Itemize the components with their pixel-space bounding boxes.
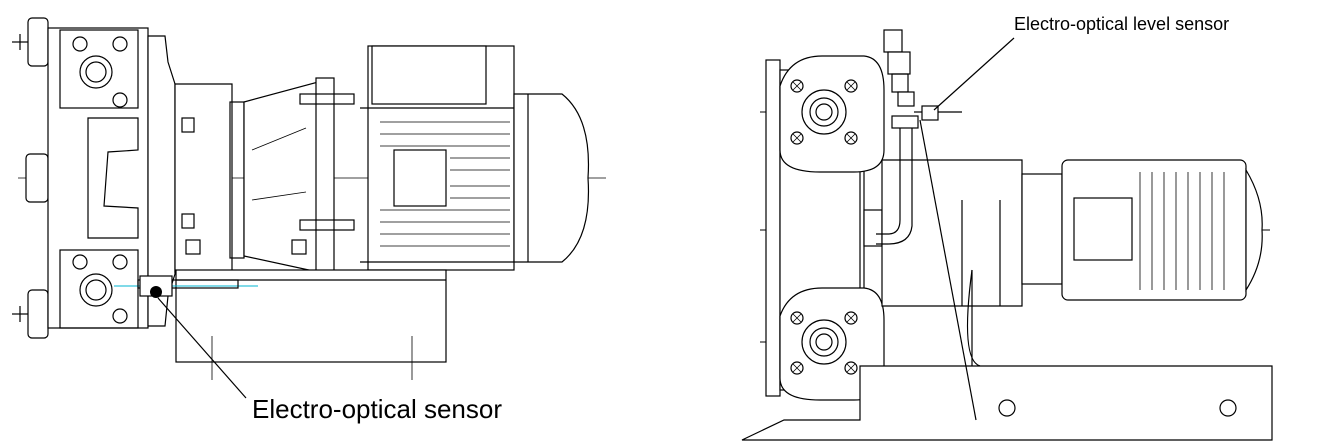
left-leader-line (157, 297, 247, 399)
left-motor (360, 45, 590, 271)
left-knob-top (12, 17, 49, 67)
base-hole-left (998, 399, 1016, 417)
base-hole-right (1219, 399, 1237, 417)
right-upper-flange (779, 55, 885, 173)
left-base-frame (175, 269, 447, 363)
right-leader-line (933, 37, 1015, 111)
left-knob-bottom (12, 289, 49, 339)
right-level-sensor (876, 29, 977, 421)
right-pump-view (741, 29, 1273, 441)
left-sensor (114, 275, 258, 298)
right-gearbox (881, 159, 1023, 307)
left-knob-mid (25, 153, 49, 203)
right-base-plate (741, 270, 1273, 441)
right-motor (1021, 159, 1263, 301)
left-pump-head (47, 27, 149, 329)
right-callout-label: Electro-optical level sensor (1014, 14, 1229, 34)
left-lantern (174, 83, 233, 273)
left-pump-view (12, 17, 606, 399)
left-callout-label: Electro-optical sensor (252, 394, 502, 424)
